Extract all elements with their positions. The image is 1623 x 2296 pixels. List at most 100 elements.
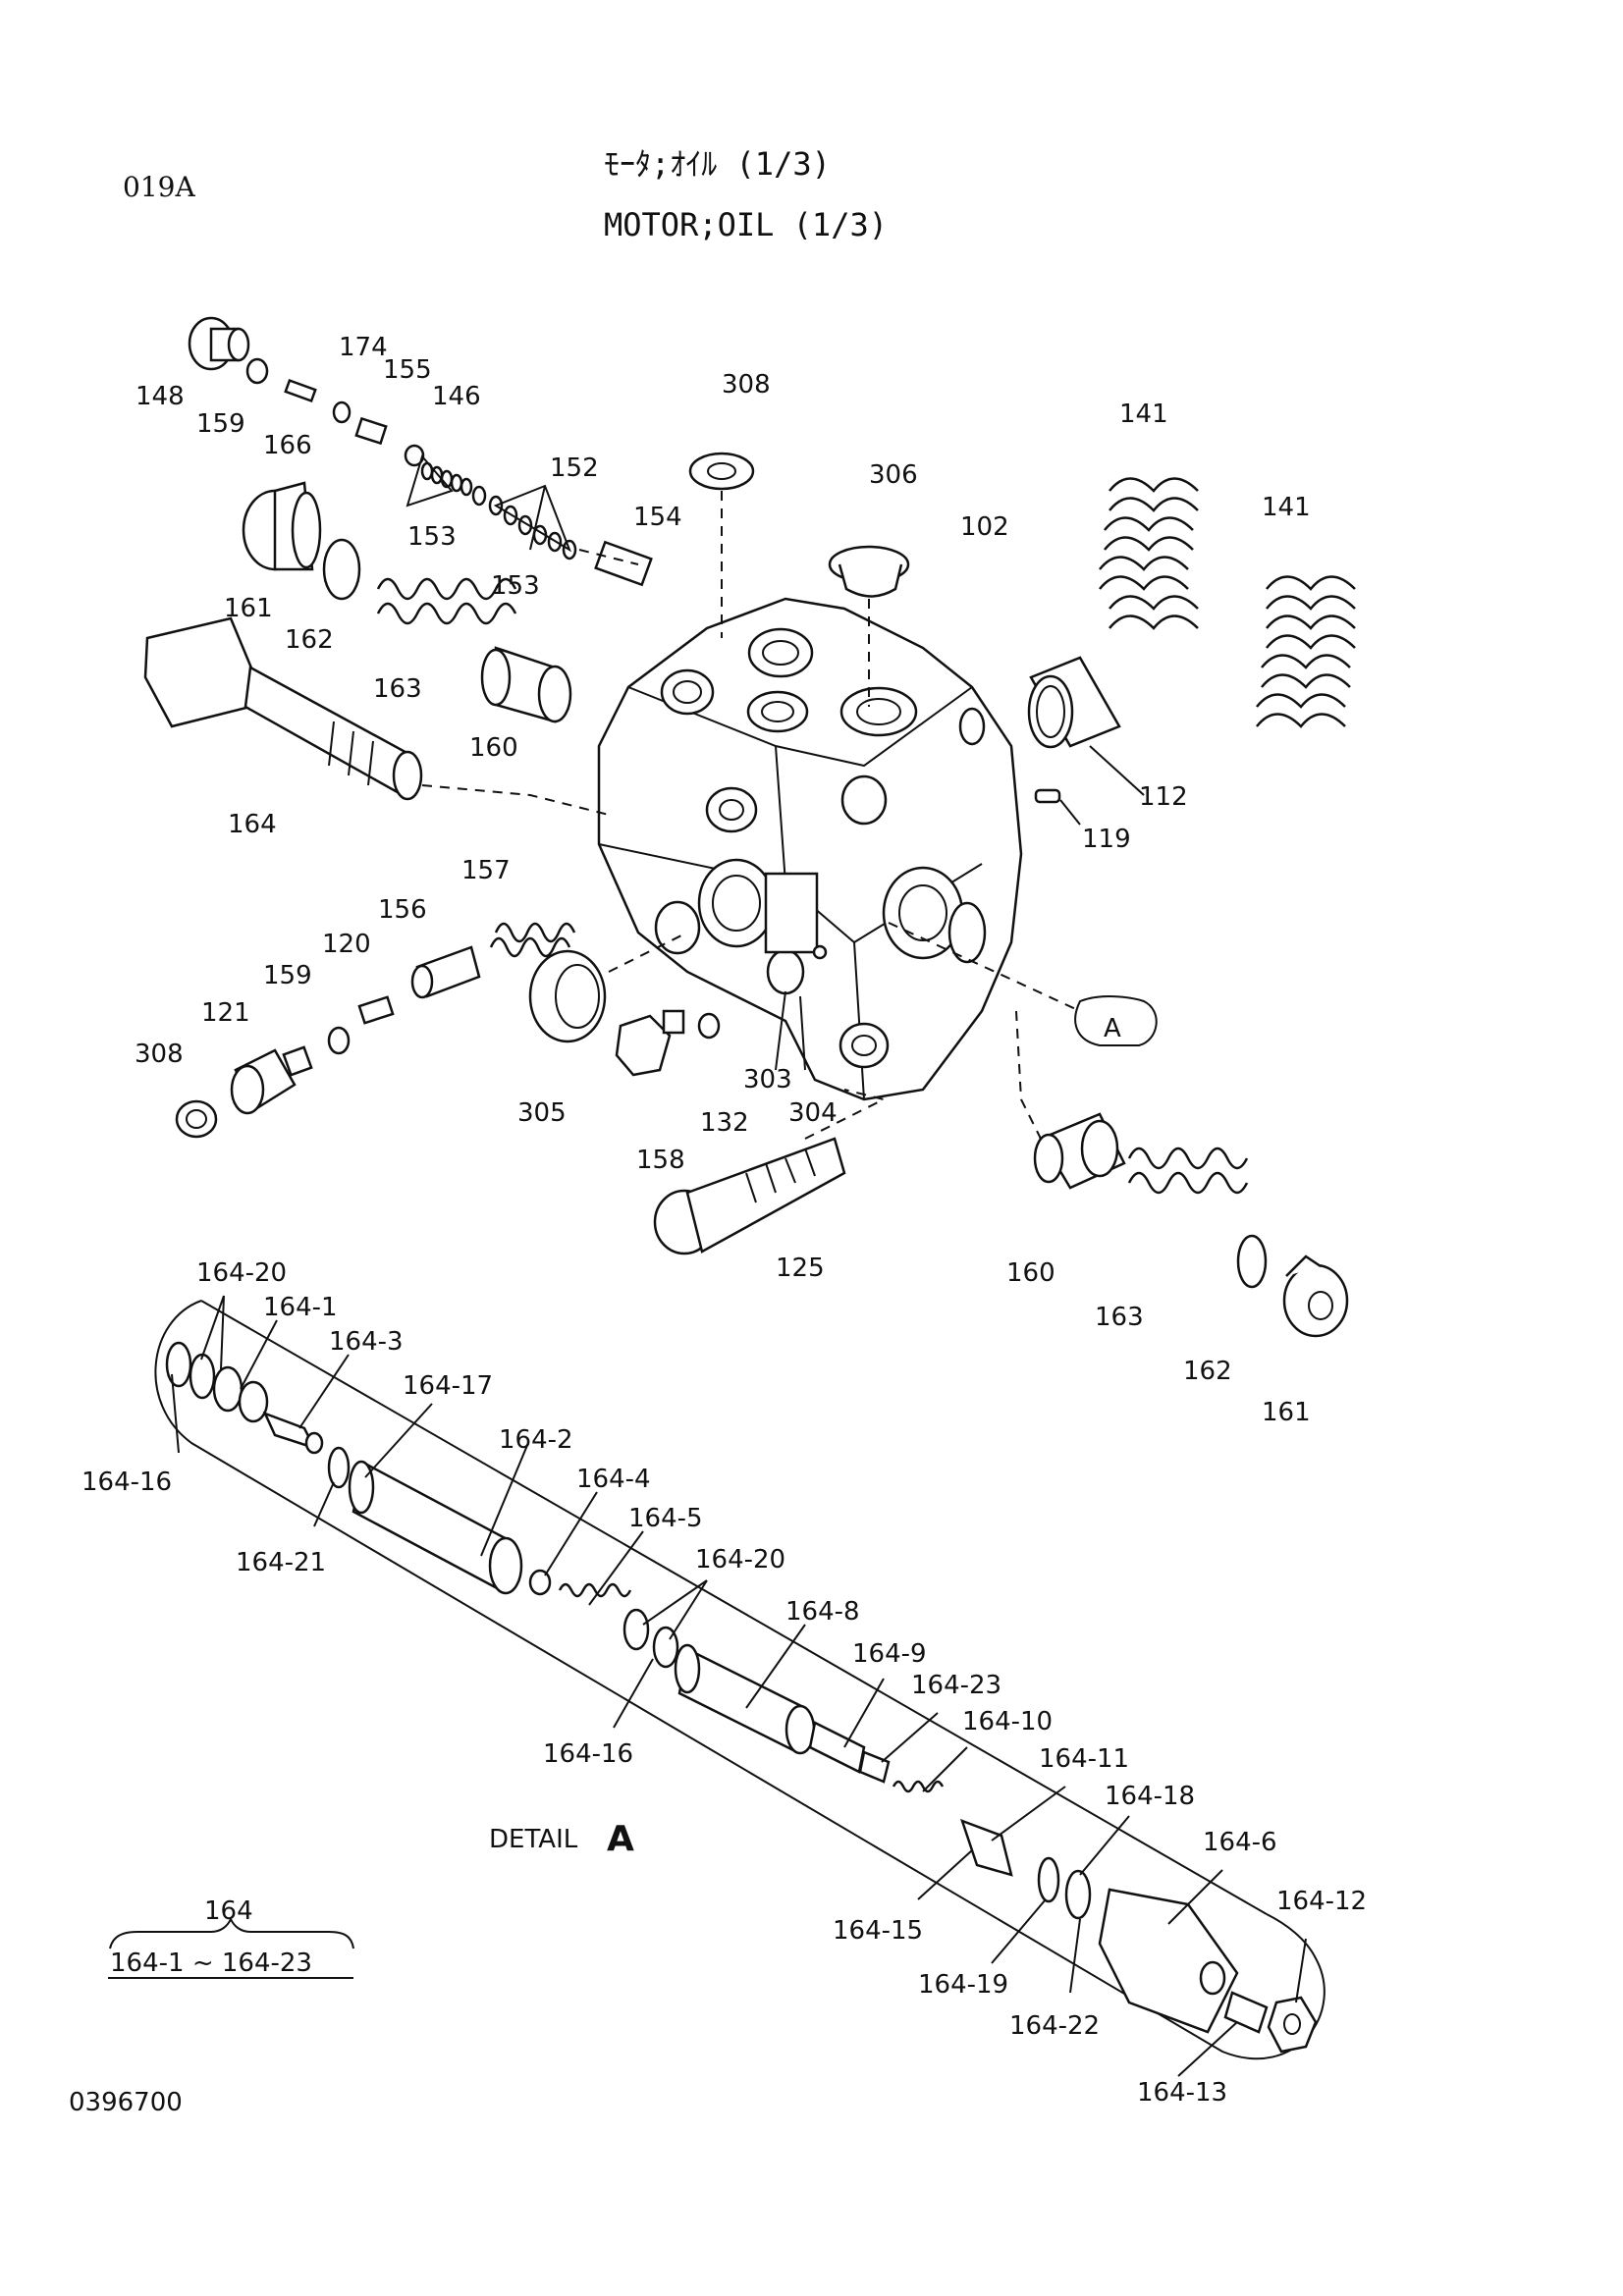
- label-162-b: 162: [1183, 1357, 1232, 1386]
- assembly-legend: 164 164-1 ~ 164-23: [108, 1896, 354, 1979]
- label-121: 121: [201, 998, 250, 1028]
- dashed-125: [804, 1089, 887, 1140]
- detail-caption-letter: A: [607, 1819, 634, 1859]
- o-ring-159-lower: [327, 1026, 351, 1055]
- label-166: 166: [263, 431, 312, 460]
- label-303: 303: [743, 1065, 792, 1095]
- label-164-3: 164-3: [329, 1327, 404, 1357]
- drawing-number: 0396700: [69, 2088, 183, 2117]
- label-154: 154: [633, 503, 682, 532]
- relief-valve-164: [143, 616, 423, 801]
- bearing-112: [1027, 656, 1121, 749]
- leader-lines: [171, 1295, 1307, 2077]
- label-161-b: 161: [1262, 1398, 1311, 1427]
- label-146: 146: [432, 382, 481, 411]
- springs-141-right: [1256, 575, 1356, 728]
- plug-158: [615, 1009, 685, 1077]
- label-164-16-b: 164-16: [543, 1739, 633, 1769]
- label-164-6: 164-6: [1203, 1828, 1277, 1857]
- label-157: 157: [461, 856, 511, 885]
- plug-161-upper: [242, 481, 322, 571]
- label-164-20-a: 164-20: [196, 1258, 287, 1288]
- fitting-121: [230, 1045, 313, 1115]
- label-308-b: 308: [135, 1040, 184, 1069]
- label-160-b: 160: [1006, 1258, 1055, 1288]
- bushing-308-lower: [175, 1099, 218, 1139]
- title-japanese: ﾓｰﾀ;ｵｲﾙ (1/3): [604, 145, 831, 183]
- callout-a-bubble: [1074, 995, 1158, 1046]
- label-164-12: 164-12: [1276, 1887, 1367, 1916]
- label-306: 306: [869, 460, 918, 490]
- label-164-23: 164-23: [911, 1671, 1001, 1700]
- label-164-8: 164-8: [785, 1597, 860, 1627]
- label-162-a: 162: [285, 625, 334, 655]
- legend-range: 164-1 ~ 164-23: [110, 1949, 312, 1978]
- label-164-1: 164-1: [263, 1293, 338, 1322]
- o-ring-162-upper: [322, 538, 361, 601]
- washer-174: [332, 400, 352, 424]
- label-160-a: 160: [469, 733, 518, 763]
- label-119: 119: [1082, 825, 1131, 854]
- label-125: 125: [776, 1254, 825, 1283]
- label-164-18: 164-18: [1105, 1782, 1195, 1811]
- label-153-a: 153: [407, 522, 457, 552]
- callout-a-label: A: [1104, 1014, 1121, 1043]
- valve-body-102: [597, 597, 1023, 1101]
- label-304: 304: [788, 1098, 838, 1128]
- legend-assembly: 164: [204, 1896, 253, 1926]
- detail-a-outline: [154, 1300, 1325, 2060]
- label-158: 158: [636, 1146, 685, 1175]
- plug-148: [188, 316, 250, 371]
- label-164-5: 164-5: [628, 1504, 703, 1533]
- label-164-22: 164-22: [1009, 2011, 1100, 2041]
- label-164-21: 164-21: [236, 1548, 326, 1577]
- page-code: 019A: [123, 171, 195, 203]
- label-148: 148: [135, 382, 185, 411]
- bushing-308-top: [688, 452, 755, 491]
- label-163-a: 163: [373, 674, 422, 704]
- plug-161-lower: [1282, 1255, 1349, 1338]
- spring-163-lower: [1127, 1147, 1249, 1195]
- o-ring-159: [245, 357, 269, 385]
- pin-120: [357, 995, 395, 1025]
- label-164-10: 164-10: [962, 1707, 1053, 1736]
- label-120: 120: [322, 930, 371, 959]
- piston-160-lower: [1033, 1112, 1126, 1190]
- detail-labels: 164-20 164-1 164-3 164-17 164-16 164-2 1…: [81, 1258, 1367, 2108]
- label-156: 156: [378, 895, 427, 925]
- o-ring-162-lower: [1236, 1234, 1268, 1289]
- piston-160-upper: [480, 646, 572, 723]
- label-102: 102: [960, 512, 1009, 542]
- leader-112: [1089, 745, 1145, 796]
- label-164-4: 164-4: [576, 1465, 651, 1494]
- label-141-a: 141: [1119, 400, 1168, 429]
- label-152: 152: [550, 454, 599, 483]
- detail-caption-word: DETAIL: [489, 1825, 578, 1854]
- label-164-20-b: 164-20: [695, 1545, 785, 1575]
- label-163-b: 163: [1095, 1303, 1144, 1332]
- legend-brace: [109, 1916, 354, 1949]
- label-164-13: 164-13: [1137, 2078, 1227, 2108]
- label-164-16-a: 164-16: [81, 1468, 172, 1497]
- ring-146: [404, 444, 425, 467]
- plug-306: [828, 545, 910, 598]
- bolt-125: [653, 1137, 846, 1255]
- leader-153-b: [529, 485, 546, 551]
- detail-a-parts: [165, 1341, 1318, 2054]
- label-164-17: 164-17: [403, 1371, 493, 1401]
- spring-166: [284, 378, 317, 403]
- label-174: 174: [339, 333, 388, 362]
- label-132: 132: [700, 1108, 749, 1138]
- label-164-9: 164-9: [852, 1639, 927, 1669]
- label-164-19: 164-19: [918, 1970, 1008, 2000]
- dashed-305: [608, 932, 688, 973]
- label-308-a: 308: [722, 370, 771, 400]
- label-159-a: 159: [196, 409, 245, 439]
- label-164-15: 164-15: [833, 1916, 923, 1946]
- label-164: 164: [228, 810, 277, 839]
- springs-141-left: [1099, 477, 1199, 630]
- label-112: 112: [1139, 782, 1188, 812]
- part-labels: 148 159 166 174 155 146 152 153 153 154 …: [135, 333, 1311, 1427]
- label-161-a: 161: [224, 594, 273, 623]
